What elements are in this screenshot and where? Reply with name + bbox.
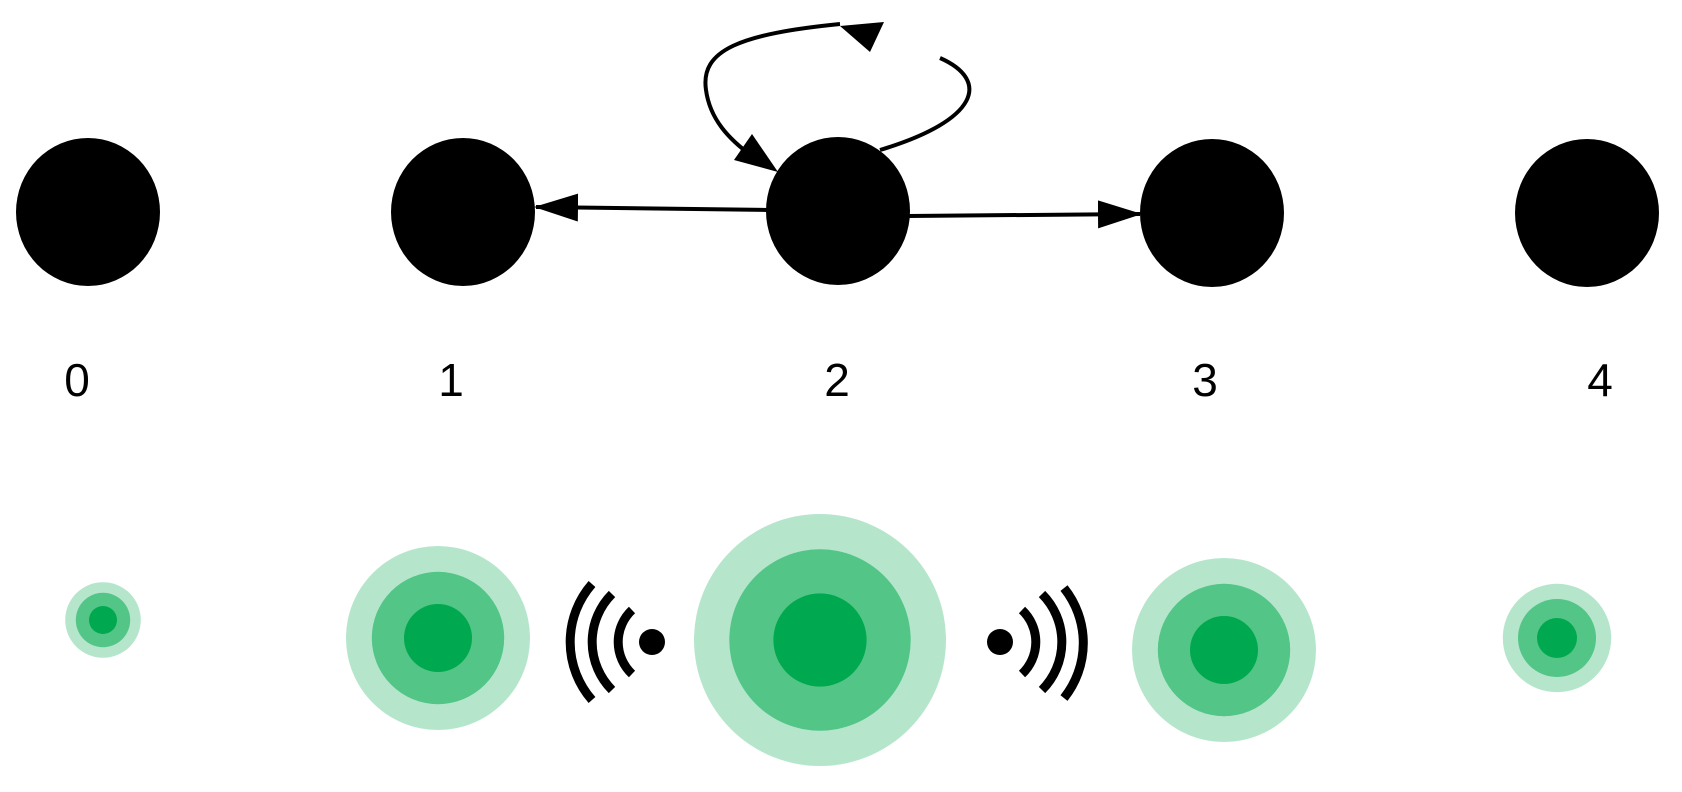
node-0[interactable] <box>16 138 160 286</box>
node-label-0: 0 <box>64 354 90 406</box>
signal-node-0-inner-ring <box>89 606 117 634</box>
node-label-3: 3 <box>1192 354 1218 406</box>
node-2[interactable] <box>766 137 910 285</box>
nodes-layer <box>16 137 1659 287</box>
signal-node-4-inner-ring <box>1537 618 1577 658</box>
edge-2-self-loop-arrow-bottom <box>734 134 778 172</box>
labels-layer: 0 1 2 3 4 <box>64 354 1613 406</box>
edge-2-self-loop-return <box>703 22 841 158</box>
edge-2-self-loop <box>879 56 972 152</box>
signal-layer <box>65 514 1612 766</box>
node-label-2: 2 <box>824 354 850 406</box>
edge-2-to-1 <box>534 193 769 222</box>
broadcast-right-icon <box>987 585 1088 701</box>
edges-layer <box>534 22 1142 229</box>
node-label-1: 1 <box>438 354 464 406</box>
node-label-4: 4 <box>1587 354 1613 406</box>
node-1[interactable] <box>391 138 535 286</box>
edge-2-self-loop-arrow-top <box>840 22 884 52</box>
node-3[interactable] <box>1140 139 1284 287</box>
edge-2-to-3 <box>907 200 1142 229</box>
signal-node-2-inner-ring <box>773 593 867 687</box>
signal-node-3-inner-ring <box>1190 616 1258 684</box>
signal-node-1-inner-ring <box>404 604 472 672</box>
node-4[interactable] <box>1515 139 1659 287</box>
broadcast-left-icon <box>565 581 665 703</box>
